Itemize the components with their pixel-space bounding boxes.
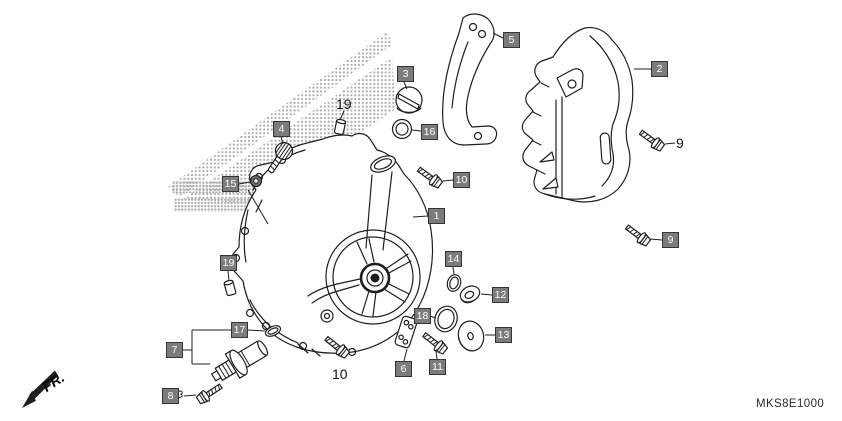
- oil-filler-cap-drawing: [396, 87, 422, 113]
- callout-9-boxed[interactable]: 9: [662, 232, 679, 248]
- knurled-screw-drawing: [263, 139, 296, 176]
- callout-2[interactable]: 2: [651, 61, 668, 77]
- pulse-generator-sensor-drawing: [207, 334, 273, 389]
- disc-cap-13-drawing: [455, 318, 487, 353]
- callout-1[interactable]: 1: [428, 208, 445, 224]
- diagram-code: MKS8E1000: [756, 398, 825, 410]
- callout-9-plain[interactable]: 9: [676, 135, 684, 151]
- callout-5[interactable]: 5: [503, 32, 520, 48]
- callout-8[interactable]: 8: [162, 388, 179, 404]
- fr-direction-arrow: [22, 370, 59, 408]
- bolt-8-drawing: [194, 380, 225, 407]
- callout-11[interactable]: 11: [429, 359, 446, 375]
- callout-17[interactable]: 17: [231, 322, 248, 338]
- callout-19-plain[interactable]: 19: [336, 96, 352, 112]
- callout-6[interactable]: 6: [395, 361, 412, 377]
- oring-18-drawing: [431, 303, 461, 335]
- bolt-11-drawing: [419, 329, 450, 357]
- pulse-generator-cover-drawing: [522, 28, 632, 202]
- sealing-cap-12-drawing: [458, 283, 482, 305]
- dowel-pin-top-drawing: [333, 118, 347, 136]
- oring-14-drawing: [445, 273, 463, 293]
- callout-16[interactable]: 16: [421, 124, 438, 140]
- callout-19-boxed[interactable]: 19: [220, 255, 237, 271]
- leader-lines: [179, 33, 675, 398]
- callout-13[interactable]: 13: [495, 327, 512, 343]
- callout-15[interactable]: 15: [222, 176, 239, 192]
- setting-plate-drawing: [394, 315, 418, 348]
- callout-18[interactable]: 18: [414, 308, 431, 324]
- bolt-9-top-drawing: [636, 126, 667, 154]
- dowel-pin-left-drawing: [223, 278, 237, 297]
- callout-7[interactable]: 7: [166, 342, 183, 358]
- callout-3[interactable]: 3: [397, 66, 414, 82]
- bolt-9-bottom-drawing: [622, 221, 653, 249]
- callout-14[interactable]: 14: [445, 251, 462, 267]
- callout-12[interactable]: 12: [492, 287, 509, 303]
- washer-15-drawing: [248, 176, 268, 225]
- stay-bracket-drawing: [443, 14, 497, 145]
- callout-10-boxed[interactable]: 10: [453, 172, 470, 188]
- callout-4[interactable]: 4: [273, 121, 290, 137]
- oring-16-drawing: [393, 120, 412, 139]
- oring-17-drawing: [264, 324, 282, 339]
- callout-10-plain[interactable]: 10: [332, 366, 348, 382]
- bolt-10-top-drawing: [414, 163, 445, 191]
